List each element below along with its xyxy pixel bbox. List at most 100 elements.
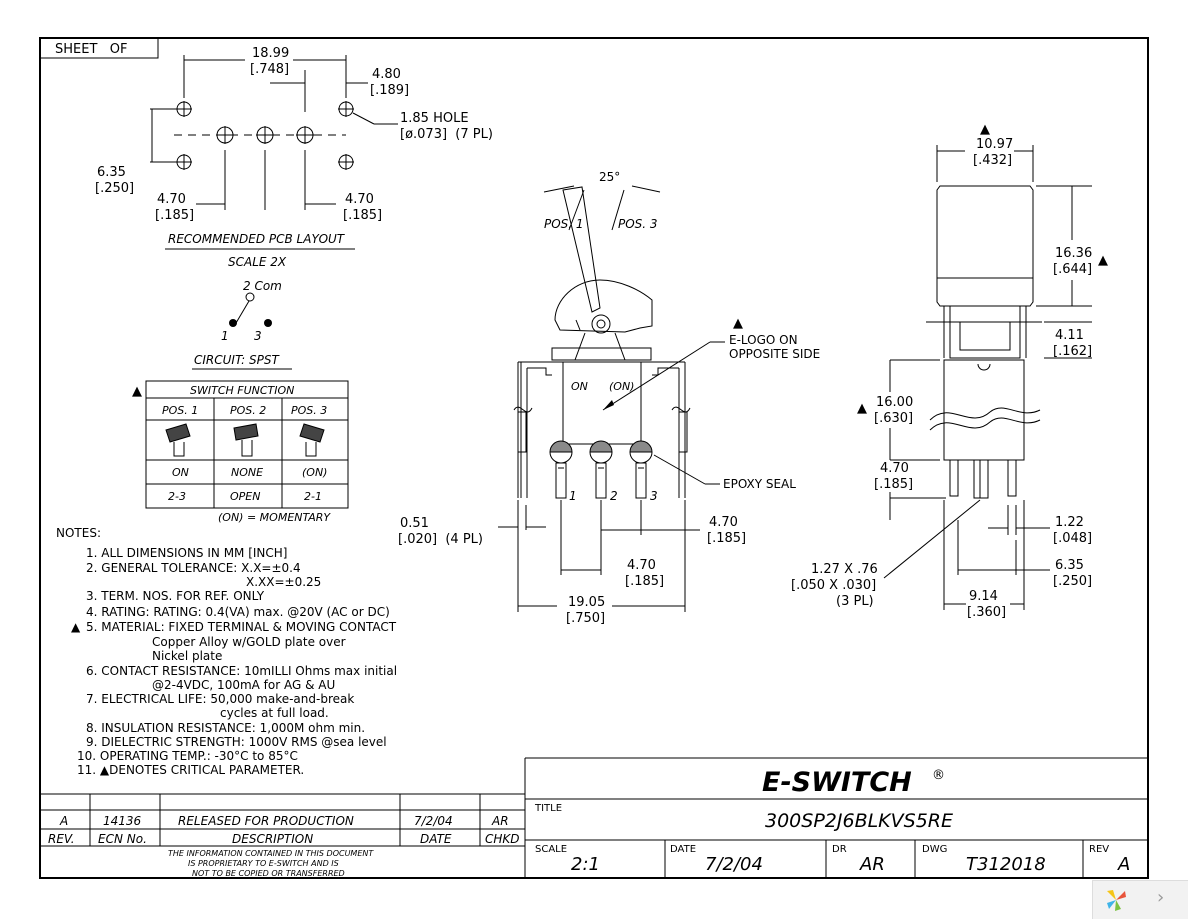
pin-width-dim: 1.22 (1055, 515, 1084, 530)
note-line: @2-4VDC, 100mA for AG & AU (152, 678, 335, 692)
epoxy-dome (629, 440, 653, 453)
ecn-header: ECN No. (98, 832, 147, 846)
critical-marker: ▲ (980, 122, 990, 137)
notes: NOTES: 1. ALL DIMENSIONS IN MM [INCH] 2.… (56, 526, 397, 777)
pos3-label: POS. 3 (618, 217, 658, 231)
note-line: 10. OPERATING TEMP.: -30°C to 85°C (77, 749, 298, 763)
drawn-value: AR (859, 854, 885, 875)
pitch-right-dim-inch: [.185] (707, 531, 746, 546)
terminal (555, 462, 567, 499)
note-line: 1. ALL DIMENSIONS IN MM [INCH] (86, 546, 288, 560)
pitch-mid-dim-inch: [.185] (625, 574, 664, 589)
part-number: 300SP2J6BLKVS5RE (765, 810, 953, 832)
depth-dim: 9.14 (969, 589, 998, 604)
angle-label: 25° (599, 170, 620, 184)
pin-spacing-dim-inch: [.250] (1053, 574, 1092, 589)
pcb-hole (256, 126, 274, 144)
scale-label: SCALE (535, 844, 567, 855)
hole-label: 1.85 HOLE (400, 111, 469, 126)
date-label: DATE (670, 844, 696, 855)
title-block: E-SWITCH ® TITLE 300SP2J6BLKVS5RE SCALE … (524, 757, 1148, 878)
toggle-lever (562, 186, 601, 313)
circuit-caption: CIRCUIT: SPST (194, 353, 281, 367)
pcb-left-dim-inch: [.185] (155, 208, 194, 223)
depth-dim-inch: [.360] (967, 605, 1006, 620)
pcb-hole (176, 101, 192, 117)
pcb-caption: RECOMMENDED PCB LAYOUT (168, 232, 346, 246)
revision-block: A 14136 RELEASED FOR PRODUCTION 7/2/04 A… (40, 793, 525, 878)
pos2-header: POS. 2 (230, 404, 266, 417)
pcb-edge-dim-inch: [.189] (370, 83, 409, 98)
front-view: 25° POS. 1 POS. 3 ON (ON) 1 2 3 (398, 170, 820, 626)
viewer-controls: › (1092, 880, 1188, 919)
body-height-dim: 16.00 (876, 395, 913, 410)
pcb-width-dim-inch: [.748] (250, 62, 289, 77)
note-line: 7. ELECTRICAL LIFE: 50,000 make-and-brea… (86, 692, 354, 706)
rev-value: A (1117, 854, 1130, 875)
note-line: 8. INSULATION RESISTANCE: 1,000M ohm min… (86, 721, 365, 735)
circuit-pin3: 3 (254, 329, 262, 343)
pos1-label: POS. 1 (544, 217, 584, 231)
pcb-hole (338, 154, 354, 170)
note-line: Copper Alloy w/GOLD plate over (152, 635, 346, 649)
date-value: 7/2/04 (705, 854, 763, 875)
epoxy-label: EPOXY SEAL (723, 477, 796, 491)
epoxy-dome (589, 440, 613, 453)
toggle-cap (554, 279, 653, 333)
pos1-contacts: 2-3 (168, 490, 186, 503)
side-cap (936, 185, 1034, 307)
critical-marker: ▲ (1098, 253, 1108, 268)
ecn-value: 14136 (103, 814, 142, 828)
sheet-border (39, 37, 1149, 879)
pcb-scale: SCALE 2X (228, 255, 287, 269)
rev-header: REV. (48, 832, 75, 846)
epoxy-dome (549, 440, 573, 453)
pin-size-dim: 1.27 X .76 (811, 562, 878, 577)
hole-label-inch: [ø.073] (7 PL) (400, 127, 493, 142)
overall-width-dim: 19.05 (568, 595, 605, 610)
proprietary-line: NOT TO BE COPIED OR TRANSFERRED (192, 869, 345, 878)
switch-function-table: ▲ SWITCH FUNCTION POS. 1 POS. 2 POS. 3 O… (132, 380, 349, 524)
chevron-right-icon[interactable]: › (1157, 887, 1165, 908)
pos3-contacts: 2-1 (304, 490, 322, 503)
pcb-edge-dim: 4.80 (372, 67, 401, 82)
note-line: Nickel plate (152, 649, 222, 663)
pos1-header: POS. 1 (162, 404, 198, 417)
critical-marker: ▲ (71, 620, 81, 634)
circuit-diagram: 2 Com 1 3 CIRCUIT: SPST (192, 279, 292, 370)
terminal (595, 462, 607, 499)
overall-width-dim-inch: [.750] (566, 611, 605, 626)
pin-length-dim: 4.70 (880, 461, 909, 476)
dwg-value: T312018 (966, 854, 1046, 875)
switch-frame (517, 361, 686, 498)
sheet-label-box (39, 37, 159, 59)
pin-size-dim-inch: [.050 X .030] (791, 578, 876, 593)
note-line: 6. CONTACT RESISTANCE: 10mILLI Ohms max … (86, 664, 397, 678)
note-line: 5. MATERIAL: FIXED TERMINAL & MOVING CON… (86, 620, 397, 634)
pcb-hole (338, 101, 354, 117)
date-value: 7/2/04 (414, 814, 453, 828)
pitch-mid-dim: 4.70 (627, 558, 656, 573)
pivot (591, 314, 611, 334)
cap-height-dim: 16.36 (1055, 246, 1092, 261)
pin-length-dim-inch: [.185] (874, 477, 913, 492)
critical-marker: ▲ (857, 401, 867, 416)
elogo-label-1: E-LOGO ON (729, 333, 798, 347)
pcb-height-dim: 6.35 (97, 165, 126, 180)
elogo-label-2: OPPOSITE SIDE (729, 347, 820, 361)
switch-body (562, 361, 642, 445)
registered-mark: ® (932, 768, 945, 783)
pin-size-qty: (3 PL) (836, 594, 874, 609)
pos2-state: NONE (231, 466, 263, 479)
note-line: X.XX=±0.25 (246, 575, 321, 589)
note-line: 4. RATING: RATING: 0.4(VA) max. @20V (AC… (86, 605, 390, 619)
chkd-value: AR (491, 814, 509, 828)
scale-value: 2:1 (571, 854, 600, 875)
terminal-width-dim: 0.51 (400, 516, 429, 531)
pin-spacing-dim: 6.35 (1055, 558, 1084, 573)
toggle-pos3-icon (299, 423, 325, 457)
circuit-common-label: 2 Com (243, 279, 282, 293)
pcb-hole (216, 126, 234, 144)
proprietary-line: IS PROPRIETARY TO E-SWITCH AND IS (188, 859, 339, 868)
